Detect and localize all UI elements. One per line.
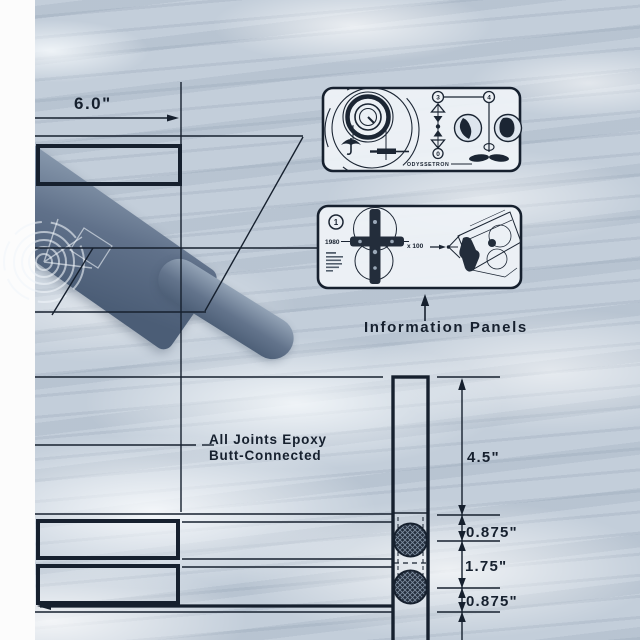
dial-outer-arc: [331, 88, 413, 169]
scale-label: x 100: [407, 243, 424, 250]
information-panels-label: Information Panels: [364, 319, 528, 336]
umbrella-icon: [341, 138, 361, 155]
joints-note-line1: All Joints Epoxy: [209, 432, 327, 447]
dimension-chain: 4.5" 0.875" 1.75" 0.875": [437, 376, 518, 640]
perspective-box: [448, 209, 521, 278]
dim-total-height-label: 4.5": [467, 449, 500, 466]
callout-3: 3: [436, 95, 440, 102]
selector-stack: 3 0: [430, 90, 484, 160]
callout-0: 0: [436, 151, 440, 158]
callout-1: 1: [334, 218, 339, 227]
year-label: 1980: [325, 239, 340, 246]
dim-6in-arrowhead: [167, 114, 179, 122]
odyssetron-label: ODYSSETRON: [407, 162, 449, 168]
scale-arrowhead: [439, 244, 446, 250]
model-hub-rings: [3, 218, 113, 303]
joint-bar: [391, 375, 430, 640]
epoxy-plug-lower: [393, 569, 428, 605]
leader-diagonal: [204, 136, 304, 312]
info-arrowhead: [420, 294, 430, 306]
tube-outlines: [36, 144, 182, 605]
dim-segment2-label: 1.75": [465, 558, 507, 575]
tube-outline-bottom-b: [36, 564, 180, 605]
loop-icon: [483, 143, 495, 151]
syringe-icon: [370, 127, 409, 160]
spec-panel: 1 1980 x 100: [316, 204, 523, 290]
instrument-panel: 3 0 4: [321, 86, 523, 173]
dim-segment1-label: 0.875": [466, 524, 518, 541]
joints-note: All Joints Epoxy Butt-Connected: [209, 432, 327, 463]
joint-bar-outline: [391, 375, 430, 640]
joints-note-line2: Butt-Connected: [209, 448, 321, 463]
callout-1-circle: [328, 214, 344, 230]
paper-margin: [0, 0, 35, 640]
dim-width-label: 6.0": [74, 94, 112, 113]
tube-outline-top: [36, 144, 182, 186]
globes-group: 4: [453, 90, 523, 162]
dim-segment3-label: 0.875": [466, 593, 518, 610]
information-panels-callout: Information Panels: [364, 294, 528, 336]
epoxy-plug-upper: [393, 522, 428, 558]
propeller-icon: [469, 154, 509, 162]
dim-arrowheads: [458, 378, 466, 622]
callout-4: 4: [487, 95, 491, 102]
parallelogram-left-edge: [51, 247, 94, 316]
cross-figure: [341, 207, 409, 284]
tube-outline-bottom-a: [36, 519, 180, 560]
fine-print-block: [326, 252, 343, 272]
gauge-icon: [342, 91, 394, 143]
